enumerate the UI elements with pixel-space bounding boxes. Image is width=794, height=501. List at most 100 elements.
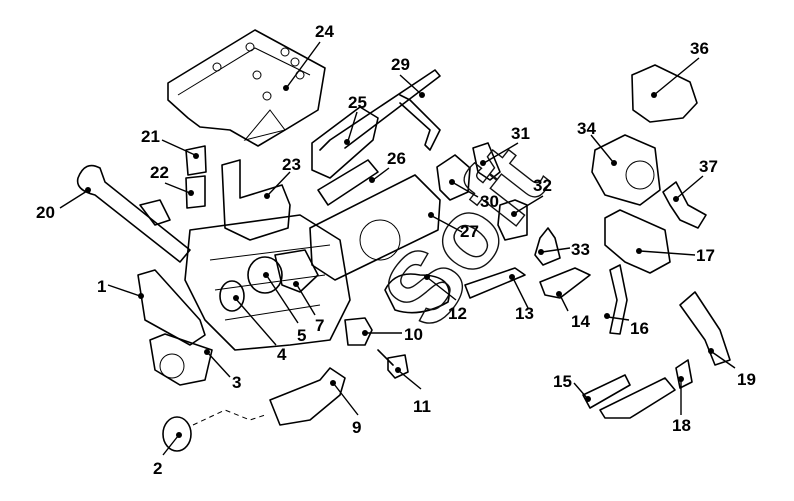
callout-14[interactable]: 14 xyxy=(556,291,590,331)
part-engine-cover xyxy=(167,29,326,147)
callout-37[interactable]: 37 xyxy=(673,157,718,202)
callout-26[interactable]: 26 xyxy=(369,149,406,183)
callout-label: 9 xyxy=(352,418,361,437)
part-exhaust-manifold xyxy=(599,377,676,419)
callout-label: 27 xyxy=(460,222,479,241)
callout-24[interactable]: 24 xyxy=(283,22,334,91)
part-coolant-hose xyxy=(384,273,450,314)
callout-9[interactable]: 9 xyxy=(330,380,361,437)
callout-label: 24 xyxy=(315,22,334,41)
callout-label: 19 xyxy=(737,370,756,389)
callout-15[interactable]: 15 xyxy=(553,372,591,402)
callouts: 1 2 3 4 5 7 9 xyxy=(36,22,756,478)
callout-1[interactable]: 1 xyxy=(97,277,144,299)
callout-30[interactable]: 30 xyxy=(449,179,499,211)
callout-label: 11 xyxy=(413,397,431,416)
part-exhaust-housing xyxy=(604,209,671,274)
callout-3[interactable]: 3 xyxy=(204,349,241,392)
callout-label: 16 xyxy=(630,319,649,338)
callout-34[interactable]: 34 xyxy=(577,119,617,166)
callout-label: 33 xyxy=(571,240,590,259)
callout-21[interactable]: 21 xyxy=(141,127,199,159)
callout-29[interactable]: 29 xyxy=(391,55,425,98)
callout-label: 15 xyxy=(553,372,572,391)
part-oil-filler-housing xyxy=(221,159,291,241)
callout-label: 18 xyxy=(672,416,691,435)
part-bolt xyxy=(377,349,409,379)
callout-label: 25 xyxy=(348,93,367,112)
callout-label: 2 xyxy=(153,459,162,478)
callout-23[interactable]: 23 xyxy=(264,155,301,199)
callout-label: 26 xyxy=(387,149,406,168)
callout-31[interactable]: 31 xyxy=(480,124,530,166)
callout-label: 14 xyxy=(571,312,590,331)
callout-label: 7 xyxy=(315,316,324,335)
part-tube-14 xyxy=(539,267,591,299)
callout-label: 3 xyxy=(232,373,241,392)
callout-label: 10 xyxy=(404,325,423,344)
part-exhaust-flange xyxy=(675,359,693,389)
part-rocker-cover xyxy=(311,106,379,179)
part-breather-pipe xyxy=(319,69,441,151)
callout-7[interactable]: 7 xyxy=(293,281,324,335)
part-front-gasket xyxy=(274,249,319,293)
part-manifold-gasket xyxy=(582,374,631,409)
callout-label: 12 xyxy=(448,304,467,323)
part-egr-valve xyxy=(534,227,561,266)
part-heat-shield-small xyxy=(472,142,501,181)
part-oil-cap xyxy=(185,145,207,176)
part-oil-pump xyxy=(269,367,346,426)
part-crank-sprocket xyxy=(219,280,245,312)
callout-11[interactable]: 11 xyxy=(395,367,431,416)
callout-17[interactable]: 17 xyxy=(636,246,715,265)
callout-label: 5 xyxy=(297,326,306,345)
callout-label: 17 xyxy=(696,246,715,265)
callout-4[interactable]: 4 xyxy=(233,295,287,364)
part-turbo-elbow xyxy=(662,181,707,229)
callout-label: 20 xyxy=(36,203,55,222)
part-water-pump xyxy=(149,333,213,386)
callout-36[interactable]: 36 xyxy=(651,39,709,98)
callout-label: 30 xyxy=(480,192,499,211)
part-oil-filter-tube xyxy=(185,175,206,209)
part-tube-13 xyxy=(464,267,526,299)
callout-2[interactable]: 2 xyxy=(153,432,182,478)
callout-16[interactable]: 16 xyxy=(604,313,649,338)
callout-label: 22 xyxy=(150,163,169,182)
part-turbocharger xyxy=(591,134,661,206)
callout-19[interactable]: 19 xyxy=(708,348,756,389)
callout-label: 1 xyxy=(97,277,106,296)
part-oil-dipstick-tube xyxy=(609,264,628,335)
part-drive-gear xyxy=(162,416,192,452)
part-coolant-pipe xyxy=(76,164,191,263)
part-exhaust-pipe xyxy=(679,291,731,366)
parts-artwork xyxy=(76,29,731,452)
callout-label: 21 xyxy=(141,127,160,146)
callout-label: 4 xyxy=(277,345,287,364)
callout-32[interactable]: 32 xyxy=(511,176,552,217)
callout-27[interactable]: 27 xyxy=(428,212,479,241)
callout-12[interactable]: 12 xyxy=(424,274,467,323)
callout-5[interactable]: 5 xyxy=(263,272,306,345)
callout-20[interactable]: 20 xyxy=(36,187,91,222)
callout-label: 36 xyxy=(690,39,709,58)
part-injector-rail xyxy=(317,159,379,206)
callout-label: 34 xyxy=(577,119,596,138)
callout-label: 23 xyxy=(282,155,301,174)
callout-10[interactable]: 10 xyxy=(362,325,423,344)
callout-label: 32 xyxy=(533,176,552,195)
part-timing-cover xyxy=(137,269,206,346)
part-cam-sprocket xyxy=(247,256,283,294)
callout-25[interactable]: 25 xyxy=(344,93,367,145)
callout-18[interactable]: 18 xyxy=(672,376,691,435)
part-engine-block xyxy=(184,214,351,351)
callout-label: 13 xyxy=(515,304,534,323)
callout-33[interactable]: 33 xyxy=(538,240,590,259)
callout-13[interactable]: 13 xyxy=(509,274,534,323)
callout-22[interactable]: 22 xyxy=(150,163,194,196)
part-turbo-heat-shield xyxy=(631,64,698,123)
part-sensor xyxy=(344,317,373,346)
callout-label: 31 xyxy=(511,124,530,143)
part-egr-solenoid xyxy=(497,199,528,241)
